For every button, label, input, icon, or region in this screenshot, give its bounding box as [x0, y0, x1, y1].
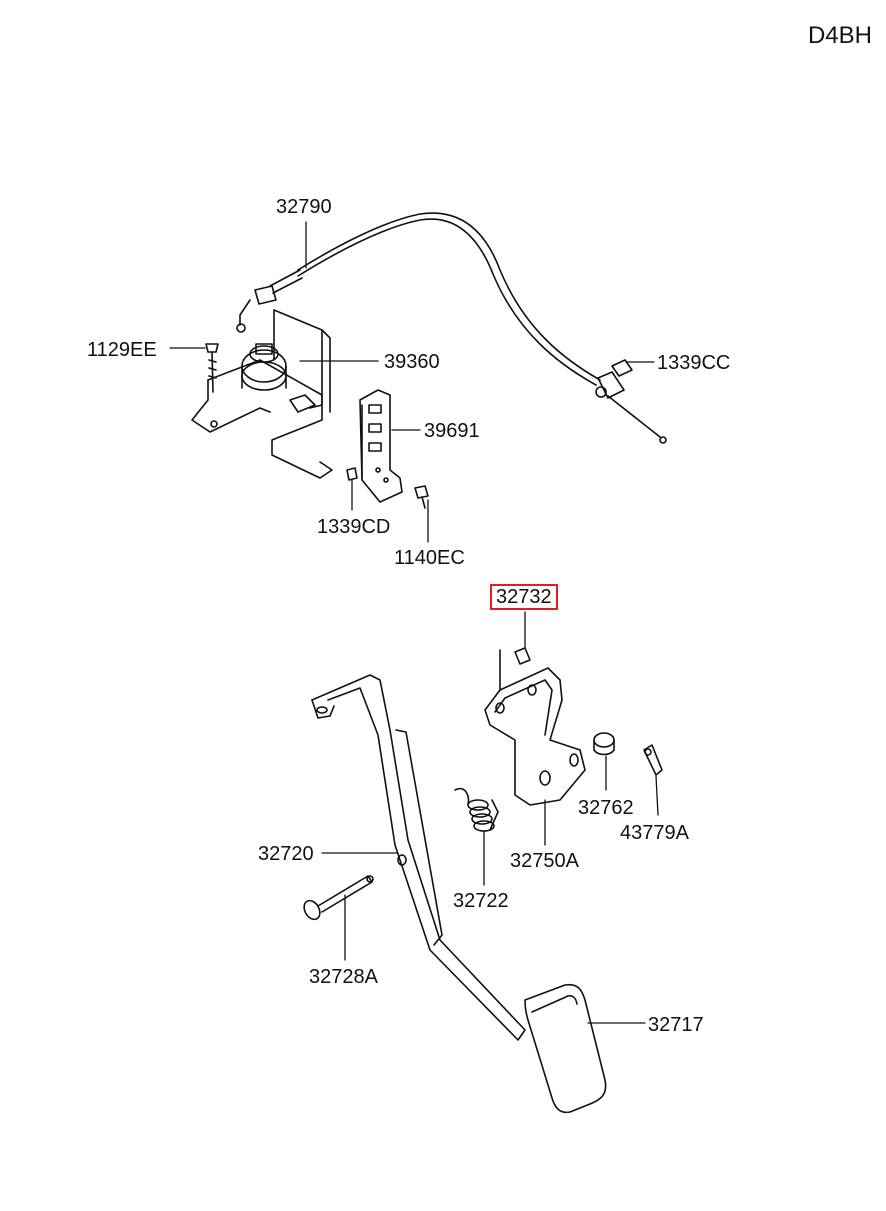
label-39360[interactable]: 39360 — [384, 351, 440, 373]
label-32720[interactable]: 32720 — [258, 843, 314, 865]
pivot-pin — [303, 875, 374, 921]
cable-bracket — [191, 309, 333, 479]
label-32762[interactable]: 32762 — [578, 797, 634, 819]
label-43779A[interactable]: 43779A — [620, 822, 689, 844]
label-32722[interactable]: 32722 — [453, 890, 509, 912]
return-spring — [454, 787, 499, 832]
label-32790[interactable]: 32790 — [276, 196, 332, 218]
label-32732-highlighted[interactable]: 32732 — [490, 584, 558, 610]
bolt-1129EE — [205, 343, 219, 393]
accelerator-cable — [236, 212, 667, 444]
clip-43779A — [643, 744, 663, 776]
pedal-pad — [524, 983, 607, 1114]
bushing-32762 — [593, 732, 615, 756]
pedal-arm — [311, 674, 526, 1041]
pedal-bracket — [484, 649, 586, 806]
label-39691[interactable]: 39691 — [424, 420, 480, 442]
label-32728A[interactable]: 32728A — [309, 966, 378, 988]
stopper-32732 — [514, 647, 531, 665]
diagram-code: D4BH — [807, 22, 872, 49]
bracket-39691 — [359, 389, 403, 503]
label-1339CD[interactable]: 1339CD — [317, 516, 391, 538]
label-1140EC[interactable]: 1140EC — [394, 547, 465, 569]
label-1339CC[interactable]: 1339CC — [657, 352, 731, 374]
leader-lines — [169, 221, 659, 1024]
bolt-1140EC — [414, 485, 429, 509]
label-1129EE[interactable]: 1129EE — [87, 339, 157, 361]
nut-1339CD — [346, 467, 358, 481]
label-32750A[interactable]: 32750A — [510, 850, 579, 872]
label-32717[interactable]: 32717 — [648, 1014, 704, 1036]
